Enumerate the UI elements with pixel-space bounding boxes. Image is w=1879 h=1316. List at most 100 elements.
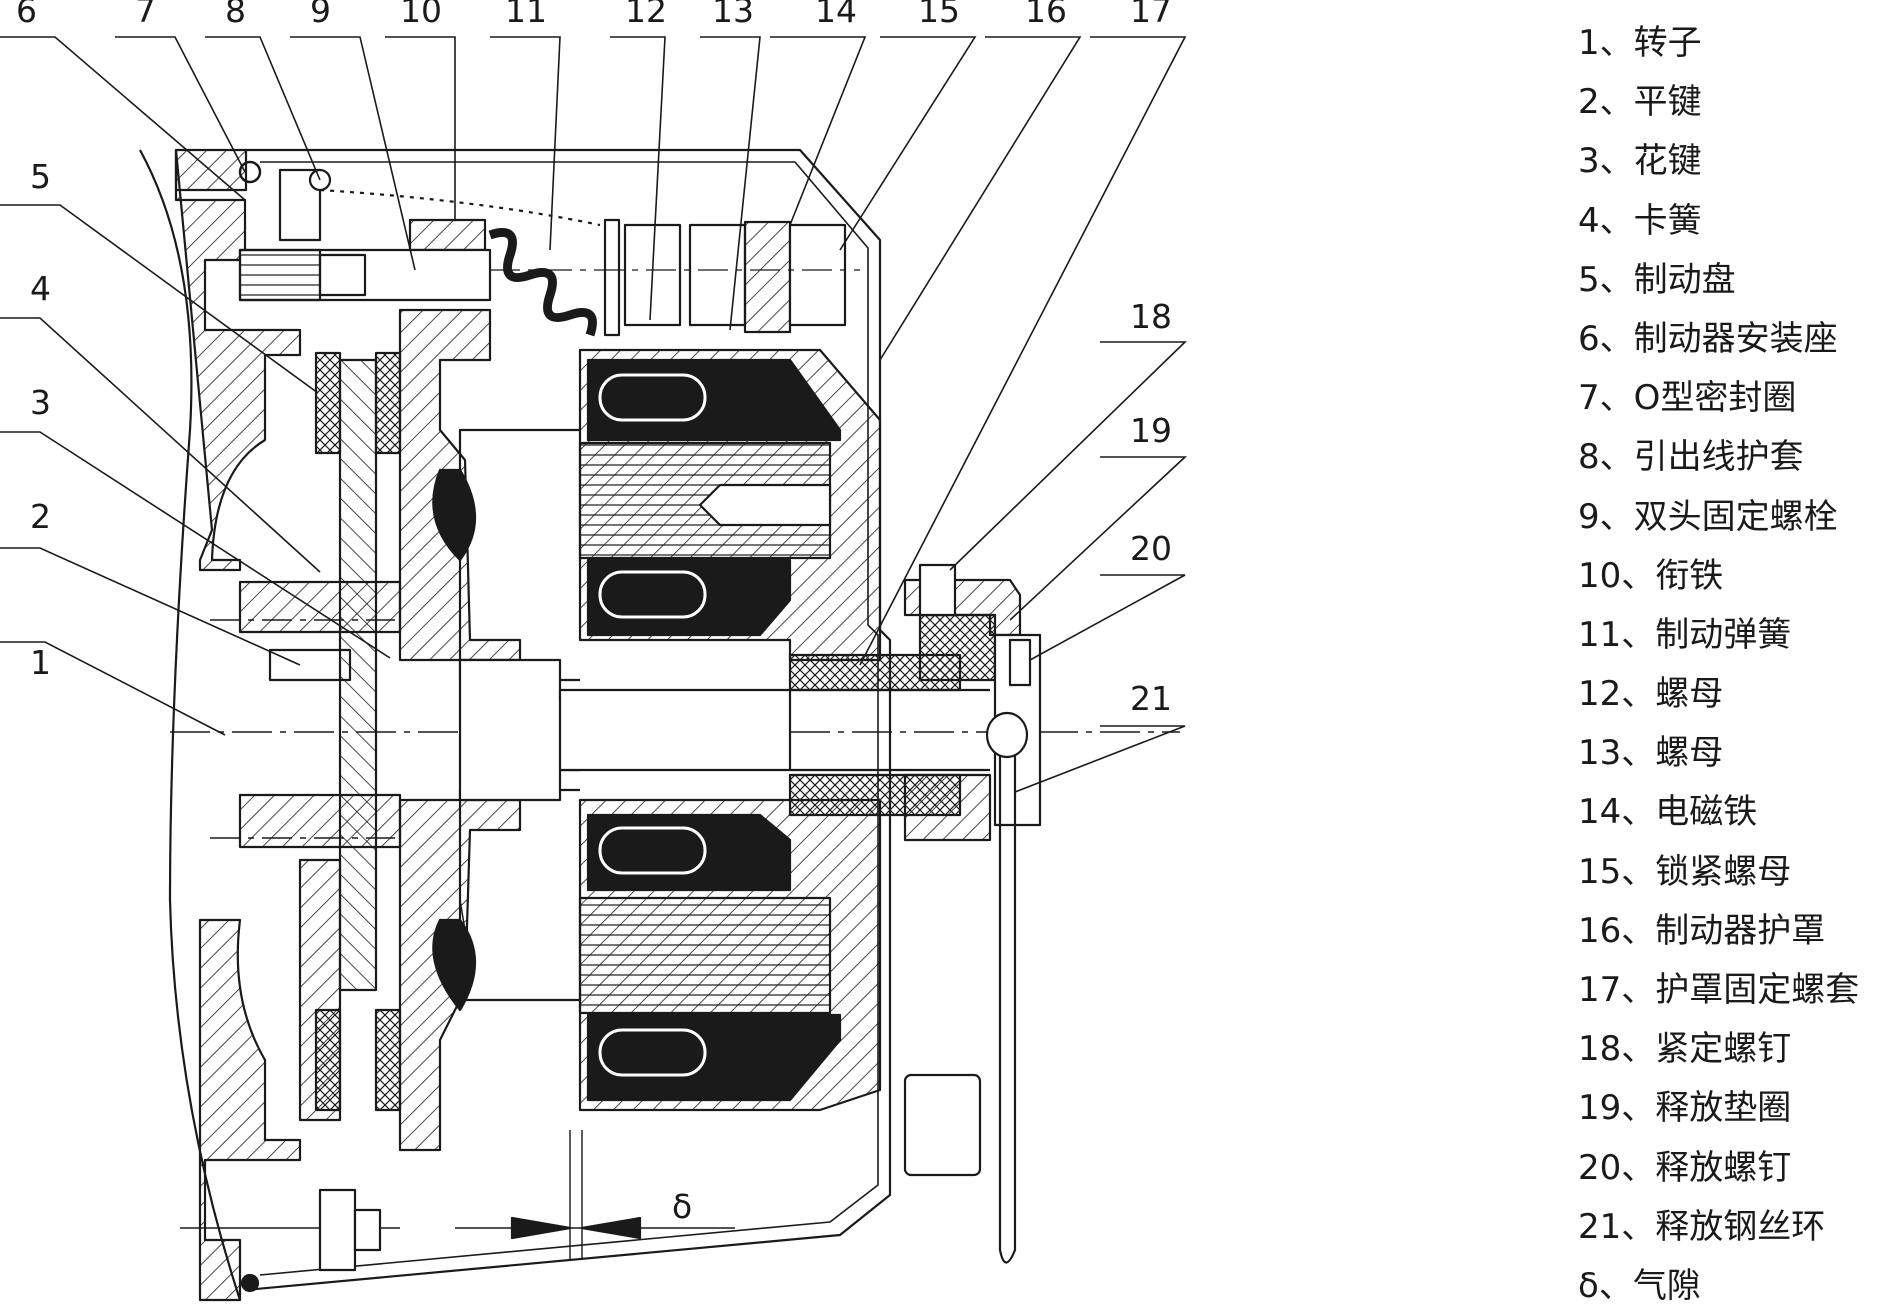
brake-disc bbox=[298, 351, 402, 1122]
callout-4: 4 bbox=[30, 269, 51, 308]
legend-number: 19 bbox=[1578, 1088, 1622, 1129]
legend-part-name: 制动器护罩 bbox=[1655, 910, 1826, 951]
legend-number: 21 bbox=[1578, 1206, 1622, 1247]
legend-number: 8 bbox=[1578, 437, 1600, 478]
release-screw bbox=[985, 633, 1042, 1264]
legend-number: δ bbox=[1578, 1265, 1599, 1306]
callout-2: 2 bbox=[30, 497, 51, 536]
legend-separator: 、 bbox=[1621, 851, 1656, 892]
legend-number: 15 bbox=[1578, 851, 1622, 892]
callout-15: 15 bbox=[918, 0, 960, 30]
legend-separator: 、 bbox=[1621, 614, 1656, 655]
callout-13: 13 bbox=[712, 0, 754, 30]
legend-number: 2 bbox=[1578, 82, 1600, 123]
legend-number: 12 bbox=[1578, 674, 1622, 715]
mounting-seat bbox=[139, 148, 302, 1302]
legend-item: 15、锁紧螺母 bbox=[1578, 843, 1878, 902]
legend-part-name: 释放钢丝环 bbox=[1655, 1206, 1826, 1247]
legend-item: 10、衔铁 bbox=[1578, 547, 1878, 606]
air-gap-symbol: δ bbox=[672, 1187, 692, 1226]
callout-20: 20 bbox=[1130, 529, 1172, 568]
legend-separator: 、 bbox=[1599, 437, 1634, 478]
release-washer bbox=[903, 563, 1022, 842]
lower-nut bbox=[180, 1188, 400, 1272]
legend-number: 6 bbox=[1578, 318, 1600, 359]
callout-16: 16 bbox=[1025, 0, 1067, 30]
legend-separator: 、 bbox=[1621, 1206, 1656, 1247]
legend-part-name: 螺母 bbox=[1655, 733, 1724, 774]
legend-separator: 、 bbox=[1621, 555, 1656, 596]
legend-separator: 、 bbox=[1599, 82, 1634, 123]
callout-3: 3 bbox=[30, 383, 51, 422]
legend-item: 8、引出线护套 bbox=[1578, 428, 1878, 487]
legend-separator: 、 bbox=[1599, 318, 1634, 359]
leader-lines bbox=[0, 36, 1188, 793]
legend-number: 20 bbox=[1578, 1147, 1622, 1188]
legend-number: 4 bbox=[1578, 200, 1600, 241]
legend-separator: 、 bbox=[1599, 378, 1634, 419]
legend-item: 1、转子 bbox=[1578, 14, 1878, 73]
callout-12: 12 bbox=[625, 0, 667, 30]
callout-1: 1 bbox=[30, 643, 51, 682]
legend-number: 14 bbox=[1578, 792, 1622, 833]
legend-number: 13 bbox=[1578, 733, 1622, 774]
legend-separator: 、 bbox=[1621, 1088, 1656, 1129]
shaft-extension bbox=[558, 688, 990, 772]
callout-14: 14 bbox=[815, 0, 857, 30]
legend-number: 10 bbox=[1578, 555, 1622, 596]
callout-17: 17 bbox=[1130, 0, 1172, 30]
legend-separator: 、 bbox=[1621, 1029, 1656, 1070]
legend-part-name: 电磁铁 bbox=[1655, 792, 1758, 833]
callout-7: 7 bbox=[135, 0, 156, 30]
legend-separator: 、 bbox=[1599, 23, 1634, 63]
legend-part-name: 制动弹簧 bbox=[1655, 614, 1792, 655]
callout-6: 6 bbox=[16, 0, 37, 30]
legend-number: 16 bbox=[1578, 910, 1622, 951]
legend-number: 7 bbox=[1578, 378, 1600, 419]
callout-5: 5 bbox=[30, 157, 51, 196]
legend-number: 18 bbox=[1578, 1029, 1622, 1070]
legend-number: 11 bbox=[1578, 614, 1622, 655]
legend-part-name: 锁紧螺母 bbox=[1655, 851, 1792, 892]
legend-item: 12、螺母 bbox=[1578, 665, 1878, 724]
legend-item: 18、紧定螺钉 bbox=[1578, 1020, 1878, 1079]
legend-number: 1 bbox=[1578, 23, 1600, 63]
legend-part-name: 紧定螺钉 bbox=[1655, 1029, 1792, 1070]
legend-part-name: 转子 bbox=[1633, 23, 1702, 63]
legend-part-name: 制动器安装座 bbox=[1633, 318, 1838, 359]
legend-separator: 、 bbox=[1621, 733, 1656, 774]
callout-9: 9 bbox=[310, 0, 331, 30]
legend-number: 3 bbox=[1578, 141, 1600, 182]
legend-separator: 、 bbox=[1599, 259, 1634, 300]
legend-separator: 、 bbox=[1599, 141, 1634, 182]
legend-part-name: 花键 bbox=[1633, 141, 1702, 182]
callout-8: 8 bbox=[225, 0, 246, 30]
legend-part-name: 制动盘 bbox=[1633, 259, 1736, 300]
legend-part-name: 螺母 bbox=[1655, 674, 1724, 715]
legend-part-name: O型密封圈 bbox=[1633, 378, 1797, 419]
legend-separator: 、 bbox=[1621, 970, 1656, 1010]
legend-separator: 、 bbox=[1621, 792, 1656, 833]
air-gap-dimension bbox=[455, 1130, 735, 1260]
legend-part-name: 引出线护套 bbox=[1633, 437, 1804, 478]
legend-item: 6、制动器安装座 bbox=[1578, 310, 1878, 369]
legend-separator: 、 bbox=[1598, 1265, 1633, 1306]
legend-item: 21、释放钢丝环 bbox=[1578, 1198, 1878, 1257]
legend-separator: 、 bbox=[1621, 1147, 1656, 1188]
legend-part-name: 卡簧 bbox=[1633, 200, 1702, 241]
legend-part-name: 气隙 bbox=[1632, 1265, 1701, 1306]
legend-part-name: 衔铁 bbox=[1655, 555, 1724, 596]
legend-number: 5 bbox=[1578, 259, 1600, 300]
callout-19: 19 bbox=[1130, 411, 1172, 450]
legend-item: 4、卡簧 bbox=[1578, 192, 1878, 251]
legend-part-name: 护罩固定螺套 bbox=[1655, 970, 1860, 1010]
callout-18: 18 bbox=[1130, 297, 1172, 336]
legend-separator: 、 bbox=[1599, 496, 1634, 537]
legend-item: 13、螺母 bbox=[1578, 724, 1878, 783]
legend-item: 5、制动盘 bbox=[1578, 251, 1878, 310]
legend-number: 9 bbox=[1578, 496, 1600, 537]
hub-boss bbox=[432, 468, 582, 1012]
callout-10: 10 bbox=[400, 0, 442, 30]
